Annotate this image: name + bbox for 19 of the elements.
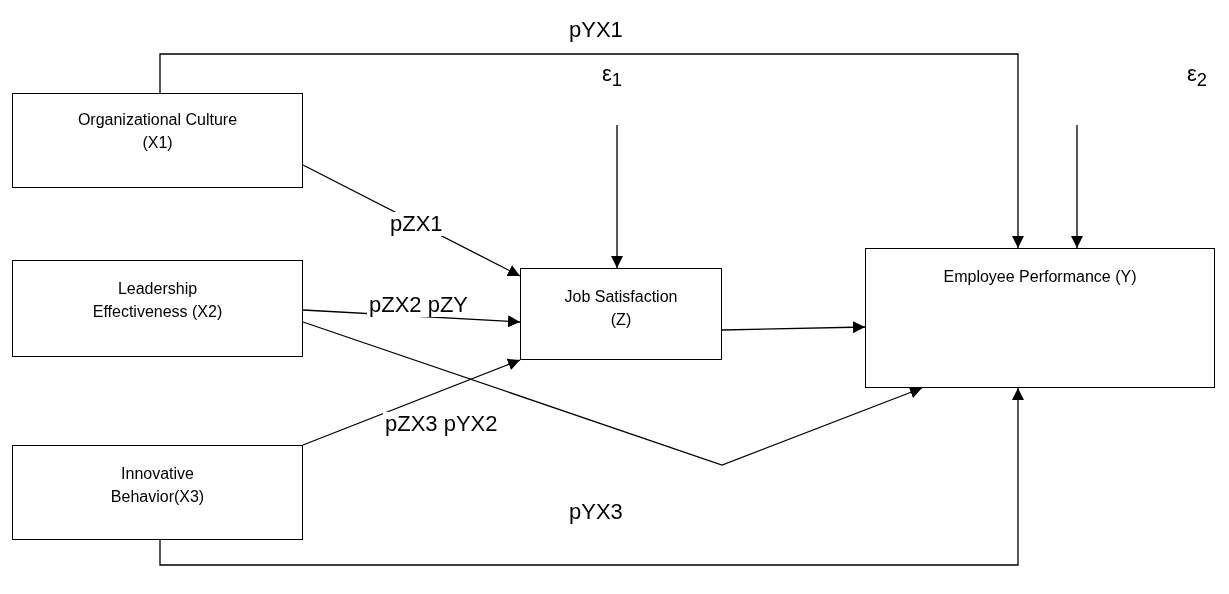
arrow [302, 321, 923, 466]
variable-box [12, 260, 303, 357]
arrow [302, 358, 521, 446]
variable-label: Organizational Culture (X1) [76, 110, 239, 154]
variable-label: Employee Performance (Y) [943, 267, 1137, 287]
arrow [159, 387, 1024, 566]
variable-box [12, 445, 303, 540]
path-coefficient-label: pZX1 [388, 212, 445, 236]
variable-label: Job Satisfaction (Z) [563, 287, 679, 331]
arrow [159, 53, 1024, 249]
arrow [721, 321, 866, 334]
variable-box [520, 268, 722, 360]
variable-label: Leadership Effectiveness (X2) [91, 279, 224, 323]
variable-label: Innovative Behavior(X3) [109, 464, 206, 508]
arrow [1071, 124, 1083, 249]
variable-box [865, 248, 1215, 388]
path-coefficient-label: pZX3 pYX2 [383, 412, 500, 436]
arrow [611, 124, 623, 269]
variable-box [12, 93, 303, 188]
